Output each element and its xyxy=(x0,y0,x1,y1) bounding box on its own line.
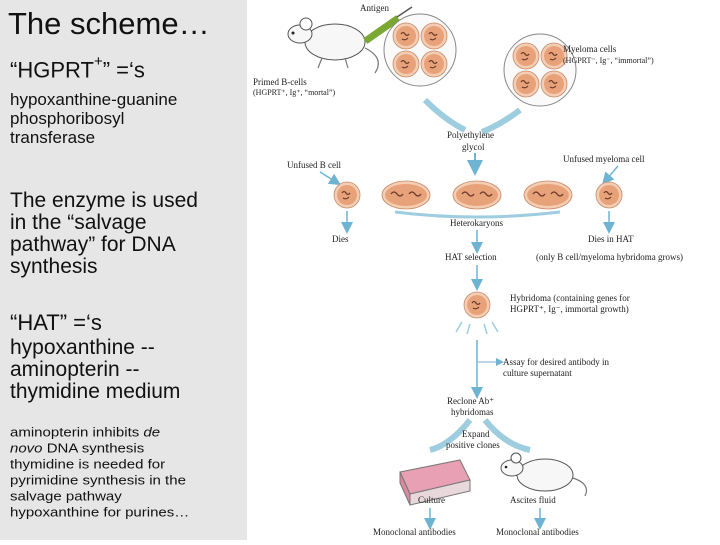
culture-label: Culture xyxy=(418,495,445,505)
enzyme-line: synthesis xyxy=(10,255,98,278)
culture-flask-illustration xyxy=(399,459,471,506)
merge-arrow-right xyxy=(480,107,522,135)
note-text: aminopterin inhibits xyxy=(10,425,144,441)
hybridoma-label: Hybridoma (containing genes for xyxy=(510,293,630,303)
hgprt-def-line: phosphoribosyl xyxy=(10,109,125,128)
hat-def-line: aminopterin -- xyxy=(10,358,140,381)
note-line: hypoxanthine for purines… xyxy=(10,505,190,521)
note-italic: novo xyxy=(10,441,43,457)
dies-label: Dies xyxy=(332,234,349,244)
peg-label-2: glycol xyxy=(462,142,485,152)
hgprt-open: “HGPRT xyxy=(10,57,94,83)
unfused-myeloma-cell xyxy=(595,181,623,209)
antigen-label: Antigen xyxy=(360,3,389,13)
primed-b-sublabel: (HGPRT⁺, Ig⁺, “mortal”) xyxy=(253,88,336,97)
note-text: DNA synthesis xyxy=(42,441,145,457)
hgprt-heading: “HGPRT+” =‘s xyxy=(10,53,145,83)
note-line: salvage pathway xyxy=(10,489,122,505)
myeloma-label: Myeloma cells xyxy=(563,44,617,54)
heterokaryon-bm xyxy=(452,180,502,210)
note-line: pyrimidine synthesis in the xyxy=(10,473,186,489)
hat-notes: aminopterin inhibits de novo DNA synthes… xyxy=(10,426,189,522)
enzyme-line: The enzyme is used xyxy=(10,189,198,212)
enzyme-line: in the “salvage xyxy=(10,211,147,234)
assay-label-2: culture supernatant xyxy=(503,368,572,378)
hgprt-definition: hypoxanthine-guanine phosphoribosyl tran… xyxy=(10,90,177,147)
hat-def-line: hypoxanthine -- xyxy=(10,336,155,359)
slide-title: The scheme… xyxy=(8,6,210,41)
only-b-label: (only B cell/myeloma hybridoma grows) xyxy=(536,252,683,262)
merge-arrow-left xyxy=(422,97,467,133)
hybridoma-cell xyxy=(463,291,491,319)
reclone-label: Reclone Ab⁺ xyxy=(447,396,494,406)
expand-label-2: positive clones xyxy=(446,440,500,450)
unfused-b-label: Unfused B cell xyxy=(287,160,341,170)
myeloma-sublabel: (HGPRT⁻, Ig⁻, “immortal”) xyxy=(563,56,654,65)
note-line: novo DNA synthesis xyxy=(10,442,144,456)
text-panel: The scheme… “HGPRT+” =‘s hypoxanthine-gu… xyxy=(0,0,247,540)
hat-definition: hypoxanthine -- aminopterin -- thymidine… xyxy=(10,337,180,403)
syringe-icon xyxy=(363,6,413,44)
unfused-b-cell xyxy=(333,181,361,209)
hybridoma-diagram: Antigen Primed B-cells (HGPRT⁺, Ig⁺, “mo… xyxy=(247,0,720,540)
heterokaryons-label: Heterokaryons xyxy=(450,218,503,228)
mouse-immunized-illustration xyxy=(287,17,379,74)
mab-right-label: Monoclonal antibodies xyxy=(496,527,579,537)
ascites-label: Ascites fluid xyxy=(510,495,556,505)
expand-label: Expand xyxy=(462,429,490,439)
hat-heading: “HAT” =‘s xyxy=(10,310,102,335)
mouse-ascites-illustration xyxy=(500,452,588,497)
diagram-svg: Antigen Primed B-cells (HGPRT⁺, Ig⁺, “mo… xyxy=(253,3,683,537)
note-line: thymidine is needed for xyxy=(10,457,166,473)
heterokaryon-bb xyxy=(381,180,431,210)
hybridoma-label-2: HGPRT⁺, Ig⁻, immortal growth) xyxy=(510,304,629,314)
reclone-label-2: hybridomas xyxy=(451,407,494,417)
hat-selection-label: HAT selection xyxy=(445,252,497,262)
dies-hat-label: Dies in HAT xyxy=(588,234,634,244)
enzyme-line: pathway” for DNA xyxy=(10,233,176,256)
note-italic: de xyxy=(143,425,161,441)
b-cell-dish xyxy=(383,13,457,87)
hgprt-def-line: transferase xyxy=(10,128,96,147)
hgprt-close: ” =‘s xyxy=(102,57,145,83)
hat-def-line: thymidine medium xyxy=(10,380,181,403)
primed-b-label: Primed B-cells xyxy=(253,77,307,87)
heterokaryon-mm xyxy=(523,180,573,210)
enzyme-paragraph: The enzyme is used in the “salvage pathw… xyxy=(10,190,198,278)
note-line: aminopterin inhibits de xyxy=(10,426,160,440)
hgprt-def-line: hypoxanthine-guanine xyxy=(10,90,178,109)
expand-arrow-right xyxy=(482,418,531,453)
mab-left-label: Monoclonal antibodies xyxy=(373,527,456,537)
peg-label: Polyethylene xyxy=(447,130,494,140)
assay-label: Assay for desired antibody in xyxy=(503,357,609,367)
unfused-myeloma-label: Unfused myeloma cell xyxy=(563,154,645,164)
hgprt-superscript: + xyxy=(93,53,103,70)
expand-arrow-left xyxy=(429,418,473,453)
myeloma-dish xyxy=(503,33,577,107)
